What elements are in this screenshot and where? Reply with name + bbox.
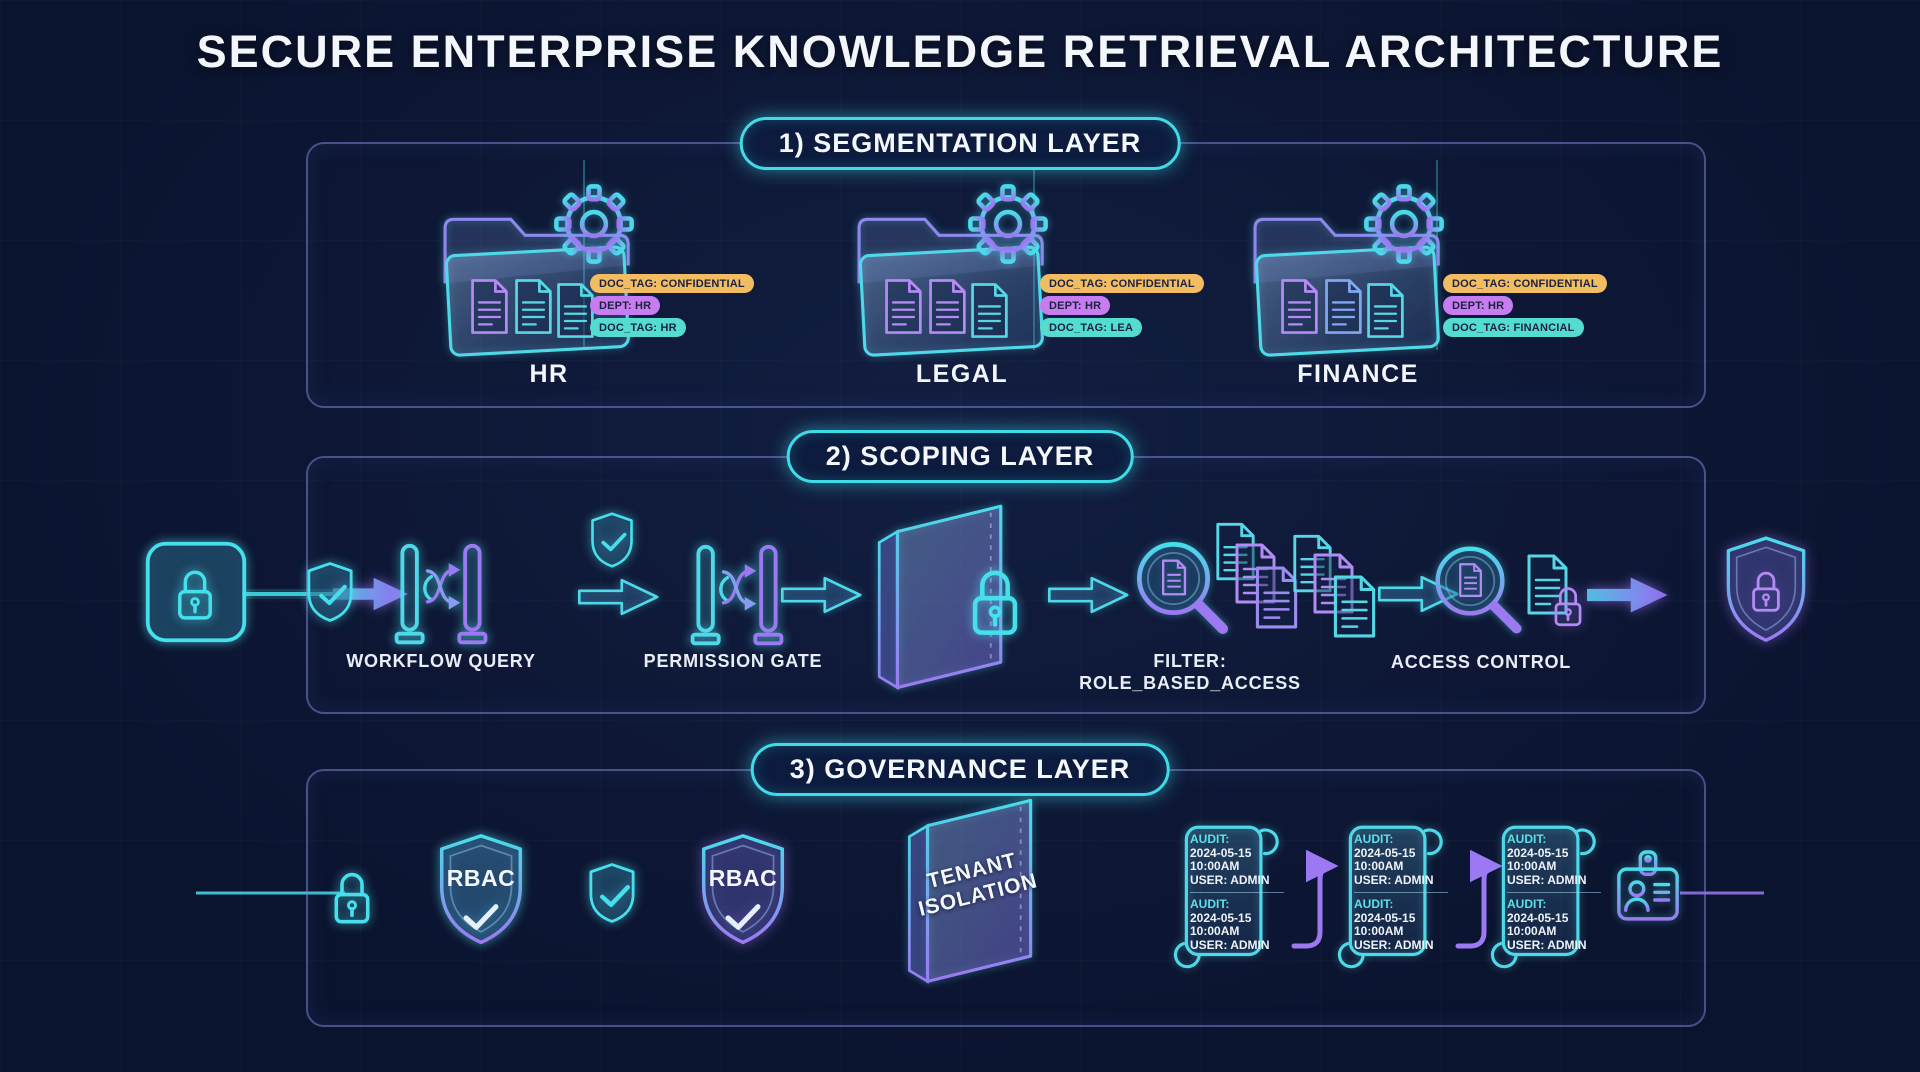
- tag-group-hr: DOC_TAG: CONFIDENTIAL DEPT: HR DOC_TAG: …: [590, 274, 754, 337]
- audit-date: 2024-05-15: [1354, 845, 1416, 860]
- dept-tag: DEPT: HR: [1443, 296, 1514, 315]
- audit-heading: AUDIT:: [1507, 832, 1547, 846]
- workflow-gate-icon: [393, 540, 489, 652]
- audit-heading: AUDIT:: [1190, 832, 1230, 846]
- audit-heading: AUDIT:: [1190, 897, 1230, 911]
- audit-time: 10:00AM: [1354, 924, 1404, 938]
- segmentation-layer-heading: 1) SEGMENTATION LAYER: [739, 117, 1181, 170]
- filter-label-line2: ROLE_BASED_ACCESS: [1079, 673, 1301, 693]
- audit-date: 2024-05-15: [1507, 845, 1569, 860]
- audit-user: USER: ADMIN: [1507, 872, 1587, 887]
- dept-tag: DEPT: HR: [1040, 296, 1111, 315]
- document-icon: [1278, 278, 1320, 336]
- page-title: SECURE ENTERPRISE KNOWLEDGE RETRIEVAL AR…: [196, 26, 1724, 77]
- doc-tag: DOC_TAG: FINANCIAL: [1443, 318, 1584, 337]
- doc-tag: DOC_TAG: HR: [590, 318, 686, 337]
- document-icon: [468, 278, 510, 336]
- filter-label-line1: FILTER:: [1153, 651, 1227, 671]
- gear-icon: [1360, 180, 1448, 268]
- audit-log-text: AUDIT: 2024-05-15 10:00AM USER: ADMIN AU…: [1507, 832, 1601, 952]
- shield-check-icon: [586, 860, 638, 926]
- shield-check-icon: [304, 560, 356, 624]
- folder-label-hr: HR: [529, 360, 569, 388]
- audit-log-text: AUDIT: 2024-05-15 10:00AM USER: ADMIN AU…: [1354, 832, 1448, 952]
- doc-tag: DOC_TAG: LEA: [1040, 318, 1143, 337]
- audit-user: USER: ADMIN: [1354, 937, 1434, 952]
- id-badge-icon: [1612, 848, 1684, 928]
- padlock-icon: [966, 561, 1024, 639]
- folder-label-legal: LEGAL: [915, 360, 1009, 388]
- gear-icon: [550, 180, 638, 268]
- audit-time: 10:00AM: [1354, 859, 1404, 873]
- folder-label-finance: FINANCE: [1297, 360, 1419, 388]
- audit-time: 10:00AM: [1190, 924, 1240, 938]
- padlock-icon: [329, 866, 375, 926]
- document-icon: [882, 278, 924, 336]
- governance-layer-heading: 3) GOVERNANCE LAYER: [750, 743, 1170, 796]
- audit-time: 10:00AM: [1507, 924, 1557, 938]
- audit-log-text: AUDIT: 2024-05-15 10:00AM USER: ADMIN AU…: [1190, 832, 1284, 952]
- audit-date: 2024-05-15: [1190, 845, 1252, 860]
- audit-heading: AUDIT:: [1354, 832, 1394, 846]
- permission-gate-label: PERMISSION GATE: [643, 651, 823, 671]
- flow-arrow-icon: [1587, 572, 1671, 618]
- audit-user: USER: ADMIN: [1190, 872, 1270, 887]
- permission-gate-icon: [689, 541, 785, 653]
- filter-label: FILTER: ROLE_BASED_ACCESS: [1040, 650, 1340, 694]
- rbac-label: RBAC: [446, 865, 516, 891]
- padlock-icon: [1550, 582, 1586, 628]
- audit-date: 2024-05-15: [1354, 910, 1416, 925]
- document-icon: [1330, 575, 1378, 639]
- scoping-layer-heading: 2) SCOPING LAYER: [786, 430, 1134, 483]
- shield-check-icon: [588, 510, 636, 570]
- audit-user: USER: ADMIN: [1507, 937, 1587, 952]
- padlock-icon: [172, 564, 218, 622]
- flow-arrow-icon: [560, 574, 680, 620]
- access-magnifier-icon: [1427, 538, 1531, 642]
- gear-icon: [964, 180, 1052, 268]
- workflow-query-label: WORKFLOW QUERY: [346, 651, 536, 671]
- audit-heading: AUDIT:: [1507, 897, 1547, 911]
- audit-heading: AUDIT:: [1354, 897, 1394, 911]
- document-icon: [512, 278, 554, 336]
- audit-date: 2024-05-15: [1190, 910, 1252, 925]
- flow-arrow-icon: [1040, 572, 1140, 618]
- document-icon: [1364, 282, 1406, 340]
- tag-group-finance: DOC_TAG: CONFIDENTIAL DEPT: HR DOC_TAG: …: [1443, 274, 1607, 337]
- document-icon: [968, 282, 1010, 340]
- document-icon: [926, 278, 968, 336]
- shield-lock-icon: [1726, 536, 1806, 642]
- document-icon: [1322, 278, 1364, 336]
- rbac-label: RBAC: [708, 865, 778, 891]
- audit-user: USER: ADMIN: [1354, 872, 1434, 887]
- audit-date: 2024-05-15: [1507, 910, 1569, 925]
- flow-arrow-icon: [780, 572, 866, 618]
- tag-group-legal: DOC_TAG: CONFIDENTIAL DEPT: HR DOC_TAG: …: [1040, 274, 1204, 337]
- doc-tag-confidential: DOC_TAG: CONFIDENTIAL: [590, 274, 754, 293]
- audit-time: 10:00AM: [1190, 859, 1240, 873]
- doc-tag-confidential: DOC_TAG: CONFIDENTIAL: [1040, 274, 1204, 293]
- doc-tag-confidential: DOC_TAG: CONFIDENTIAL: [1443, 274, 1607, 293]
- audit-time: 10:00AM: [1507, 859, 1557, 873]
- dept-tag: DEPT: HR: [590, 296, 661, 315]
- access-control-label: ACCESS CONTROL: [1390, 652, 1572, 672]
- audit-user: USER: ADMIN: [1190, 937, 1270, 952]
